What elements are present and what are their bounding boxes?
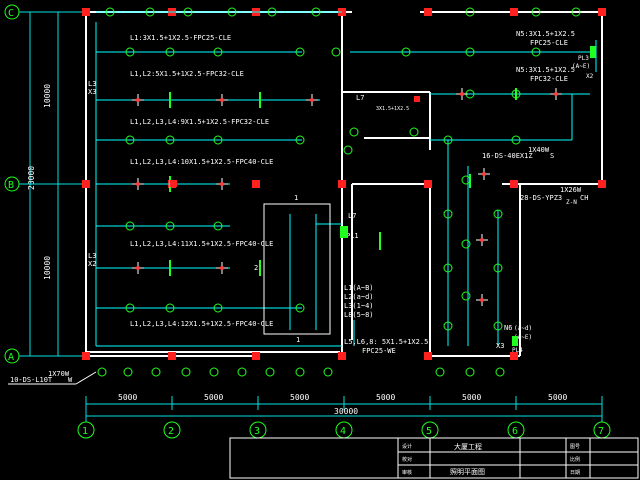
- dim-row-span-2: 10000: [43, 256, 52, 280]
- dim-total-width: 30000: [334, 407, 358, 416]
- circuit-label-5: L1,L2,L3,L4:11X1.5+1X2.5-FPC40-CLE: [130, 240, 273, 248]
- fixture-bottom-name: 10-DS-L10T: [10, 376, 53, 384]
- grid-column-label: 1: [82, 426, 88, 437]
- dim-col-6: 5000: [548, 393, 567, 402]
- wall-switches: [169, 88, 517, 276]
- grid-row-label: A: [8, 352, 14, 363]
- right-n6: N6: [504, 324, 512, 332]
- fixture-bottom-code: W: [68, 376, 73, 384]
- dim-col-2: 5000: [204, 393, 223, 402]
- grid-column-label: 6: [512, 426, 518, 437]
- bay-label-bottom: 1: [296, 336, 300, 344]
- grid-column-label: 7: [598, 426, 604, 437]
- circuit-label-4: L1,L2,L3,L4:10X1.5+1X2.5-FPC40-CLE: [130, 158, 273, 166]
- grid-row-b: B: [4, 176, 82, 192]
- center-trunk: L5,L6,8: 5X1.5+1X2.5: [344, 338, 428, 346]
- title-cell-3: 审核: [402, 469, 412, 476]
- grid-column-label: 3: [254, 426, 260, 437]
- title-cell-4: 图号: [570, 444, 580, 450]
- circuit-label-3: L1,L2,L3,L4:9X1.5+1X2.5-FPC32-CLE: [130, 118, 269, 126]
- center-sub-panel: 3X1.5+1X2.5: [376, 106, 409, 112]
- fixture-b-h: CH: [580, 194, 588, 202]
- fixture-a-code: S: [550, 152, 554, 160]
- right-fpc25: FPC25-CLE: [530, 39, 568, 47]
- circuit-label-1: L1:3X1.5+1X2.5-FPC25-CLE: [130, 34, 231, 42]
- right-ae-label: (A~E): [572, 63, 590, 70]
- panel-label-l3x2-line: L3: [88, 252, 96, 260]
- fixture-b-code: Z-N: [566, 199, 577, 206]
- bay-label-side: 2: [254, 264, 258, 272]
- right-pl4: PL4: [512, 347, 523, 354]
- title-cell-5: 比例: [570, 456, 580, 463]
- circuit-label-2: L1,L2:5X1.5+1X2.5-FPC32-CLE: [130, 70, 244, 78]
- right-n6-range2: (A~E): [514, 334, 532, 341]
- grid-row-c: C: [4, 4, 82, 20]
- fixture-b-power: 1X26W: [560, 186, 582, 194]
- right-pl3: PL3: [578, 55, 589, 62]
- bottom-dimension-chain: [85, 396, 603, 422]
- center-l2-range: L2(a~d): [344, 293, 374, 301]
- grid-column-bubbles: 1 2 3 4 5 6 7: [77, 421, 611, 439]
- panel-label-l3x3-sub: X3: [88, 88, 96, 96]
- dim-total-height: 20000: [27, 166, 36, 190]
- center-pl1: PL1: [346, 232, 359, 240]
- grid-row-a: A: [4, 348, 82, 364]
- title-drawing: 照明平面图: [450, 468, 485, 476]
- title-cell-6: 日期: [570, 470, 580, 476]
- panel-label-l3x2-sub: X2: [88, 260, 96, 268]
- fixture-b-name: 28-DS-YPZ3: [520, 194, 562, 202]
- fixture-a-power: 1X40W: [528, 146, 550, 154]
- title-cell-1: 设计: [402, 443, 412, 450]
- central-bay: 1 1 2: [254, 194, 331, 344]
- title-cell-2: 校对: [402, 456, 412, 463]
- dim-row-span-1: 10000: [43, 84, 52, 108]
- fixture-bottom-power: 1X70W: [48, 370, 70, 378]
- grid-row-label: C: [8, 8, 14, 19]
- grid-row-label: B: [8, 180, 14, 191]
- center-l1-range: L1(A~B): [344, 284, 374, 292]
- distribution-panel-pl1: [340, 226, 348, 238]
- center-l7-mid: L7: [348, 212, 356, 220]
- distribution-panel-pl3: [590, 46, 596, 58]
- right-fpc32: FPC32-CLE: [530, 75, 568, 83]
- title-project: 大厦工程: [454, 442, 482, 451]
- fixture-a-name: 16-DS-40EX1Z: [482, 152, 533, 160]
- right-x3: X3: [496, 342, 504, 350]
- center-l3-range: L3(1~4): [344, 302, 374, 310]
- ceiling-lamps: [97, 7, 581, 377]
- title-block: [229, 437, 639, 479]
- right-n5-mid: N5:3X1.5+1X2.5: [516, 66, 575, 74]
- grid-column-label: 2: [168, 426, 174, 437]
- right-n5-top: N5:3X1.5+1X2.5: [516, 30, 575, 38]
- junction-markers: [170, 96, 420, 187]
- ceiling-fans: [132, 88, 562, 306]
- center-l8-range: L8(5~8): [344, 311, 374, 319]
- grid-column-label: 5: [426, 426, 432, 437]
- right-n6-range: (a~d): [514, 325, 532, 332]
- center-l7-top: L7: [356, 94, 364, 102]
- right-ae-sub: X2: [586, 73, 594, 80]
- dim-col-3: 5000: [290, 393, 309, 402]
- dim-col-5: 5000: [462, 393, 481, 402]
- bay-label-top: 1: [294, 194, 298, 202]
- dim-col-4: 5000: [376, 393, 395, 402]
- circuit-label-6: L1,L2,L3,L4:12X1.5+1X2.5-FPC40-CLE: [130, 320, 273, 328]
- panel-label-l3x3-line: L3: [88, 80, 96, 88]
- grid-column-label: 4: [340, 426, 346, 437]
- center-trunk2: FPC25-WE: [362, 347, 396, 355]
- distribution-panel-pl4: [512, 336, 518, 346]
- dim-col-1: 5000: [118, 393, 137, 402]
